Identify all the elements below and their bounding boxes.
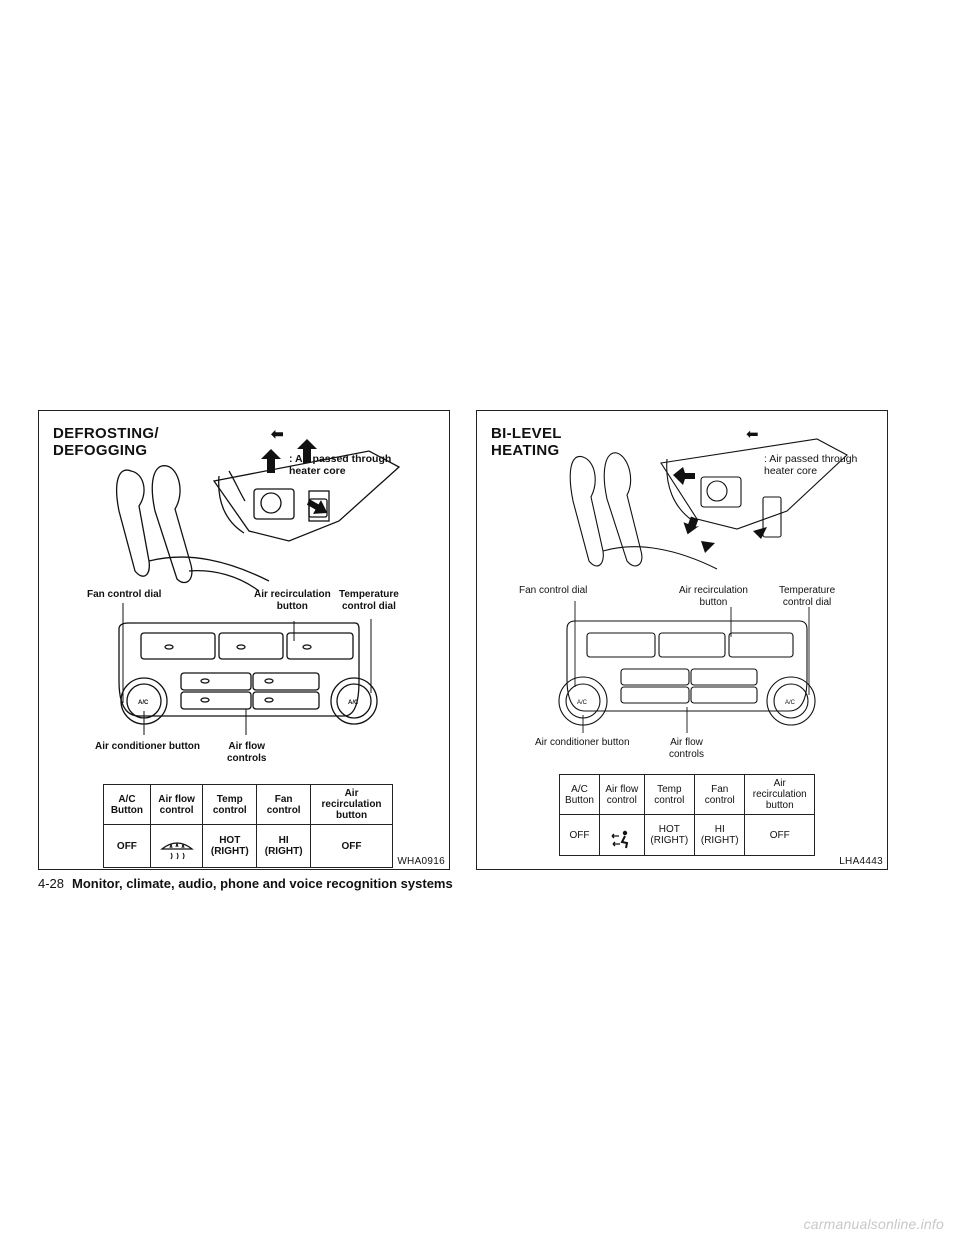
dial-ac-label-left: A/C (138, 700, 149, 706)
table-header: A/C Button (103, 784, 151, 825)
table-cell: OFF (559, 814, 600, 856)
table-header: Temp control (202, 784, 258, 825)
dial-ac-label-right: A/C (785, 700, 796, 706)
legend-text: : Air passed through heater core (764, 453, 858, 477)
table-cell (599, 814, 645, 856)
label-air-recirculation: Air recirculation button (254, 589, 331, 612)
page-footer: 4-28 Monitor, climate, audio, phone and v… (38, 876, 453, 891)
page-number: 4-28 (38, 876, 65, 891)
table-header: Fan control (256, 784, 312, 825)
table-header: Air recirculation button (310, 784, 393, 825)
table-cell: OFF (744, 814, 815, 856)
table-header: A/C Button (559, 774, 600, 815)
label-fan-control-dial: Fan control dial (87, 589, 162, 600)
label-air-conditioner-button: Air conditioner button (95, 741, 200, 752)
bi-level-icon (611, 830, 628, 849)
dial-ac-label-left: A/C (577, 700, 588, 706)
figure-code: LHA4443 (839, 856, 883, 867)
legend-text: : Air passed through heater core (289, 453, 392, 477)
table-header: Air flow control (149, 784, 204, 825)
settings-table: A/C Button Air flow control Temp control… (103, 784, 393, 868)
settings-table: A/C Button Air flow control Temp control… (559, 774, 815, 856)
cabin-illustration: A/C A/C (116, 439, 401, 735)
figure-code: WHA0916 (397, 856, 445, 867)
air-arrow-icon: ⬅ (746, 426, 759, 443)
label-air-conditioner-button: Air conditioner button (535, 737, 630, 748)
cabin-illustration: A/C A/C (558, 438, 848, 733)
air-arrow-icon: ⬅ (271, 426, 284, 443)
label-air-flow-controls: Air flow controls (669, 737, 705, 760)
legend: ⬅ : Air passed through heater core (271, 427, 439, 489)
watermark: carmanualsonline.info (803, 1216, 944, 1232)
figure-defrosting: A/C A/C DEFROSTING/ DEFOGGING ⬅ : Air pa… (38, 410, 450, 870)
label-air-flow-controls: Air flow controls (227, 741, 267, 764)
label-temperature-dial: Temperature control dial (339, 589, 399, 612)
table-cell (149, 824, 204, 868)
label-fan-control-dial: Fan control dial (519, 585, 588, 596)
table-cell: OFF (103, 824, 151, 868)
table-header: Air flow control (599, 774, 645, 815)
table-cell: HI (RIGHT) (694, 814, 746, 856)
table-cell: HOT (RIGHT) (643, 814, 696, 856)
defrost-icon (159, 842, 194, 860)
legend: ⬅ : Air passed through heater core (746, 427, 914, 489)
dial-ac-label-right: A/C (348, 700, 359, 706)
table-header: Air recirculation button (744, 774, 815, 815)
table-cell: HI (RIGHT) (256, 824, 312, 868)
table-header: Fan control (694, 774, 746, 815)
table-header: Temp control (643, 774, 696, 815)
label-temperature-dial: Temperature control dial (779, 585, 836, 608)
figure-title: DEFROSTING/ DEFOGGING (53, 425, 159, 459)
label-air-recirculation: Air recirculation button (679, 585, 748, 608)
section-title: Monitor, climate, audio, phone and voice… (72, 876, 453, 891)
figure-bi-level-heating: A/C A/C BI-LEVEL HEATING ⬅ : Air passed … (476, 410, 888, 870)
figure-title: BI-LEVEL HEATING (491, 425, 562, 459)
table-cell: HOT (RIGHT) (202, 824, 258, 868)
table-cell: OFF (310, 824, 393, 868)
